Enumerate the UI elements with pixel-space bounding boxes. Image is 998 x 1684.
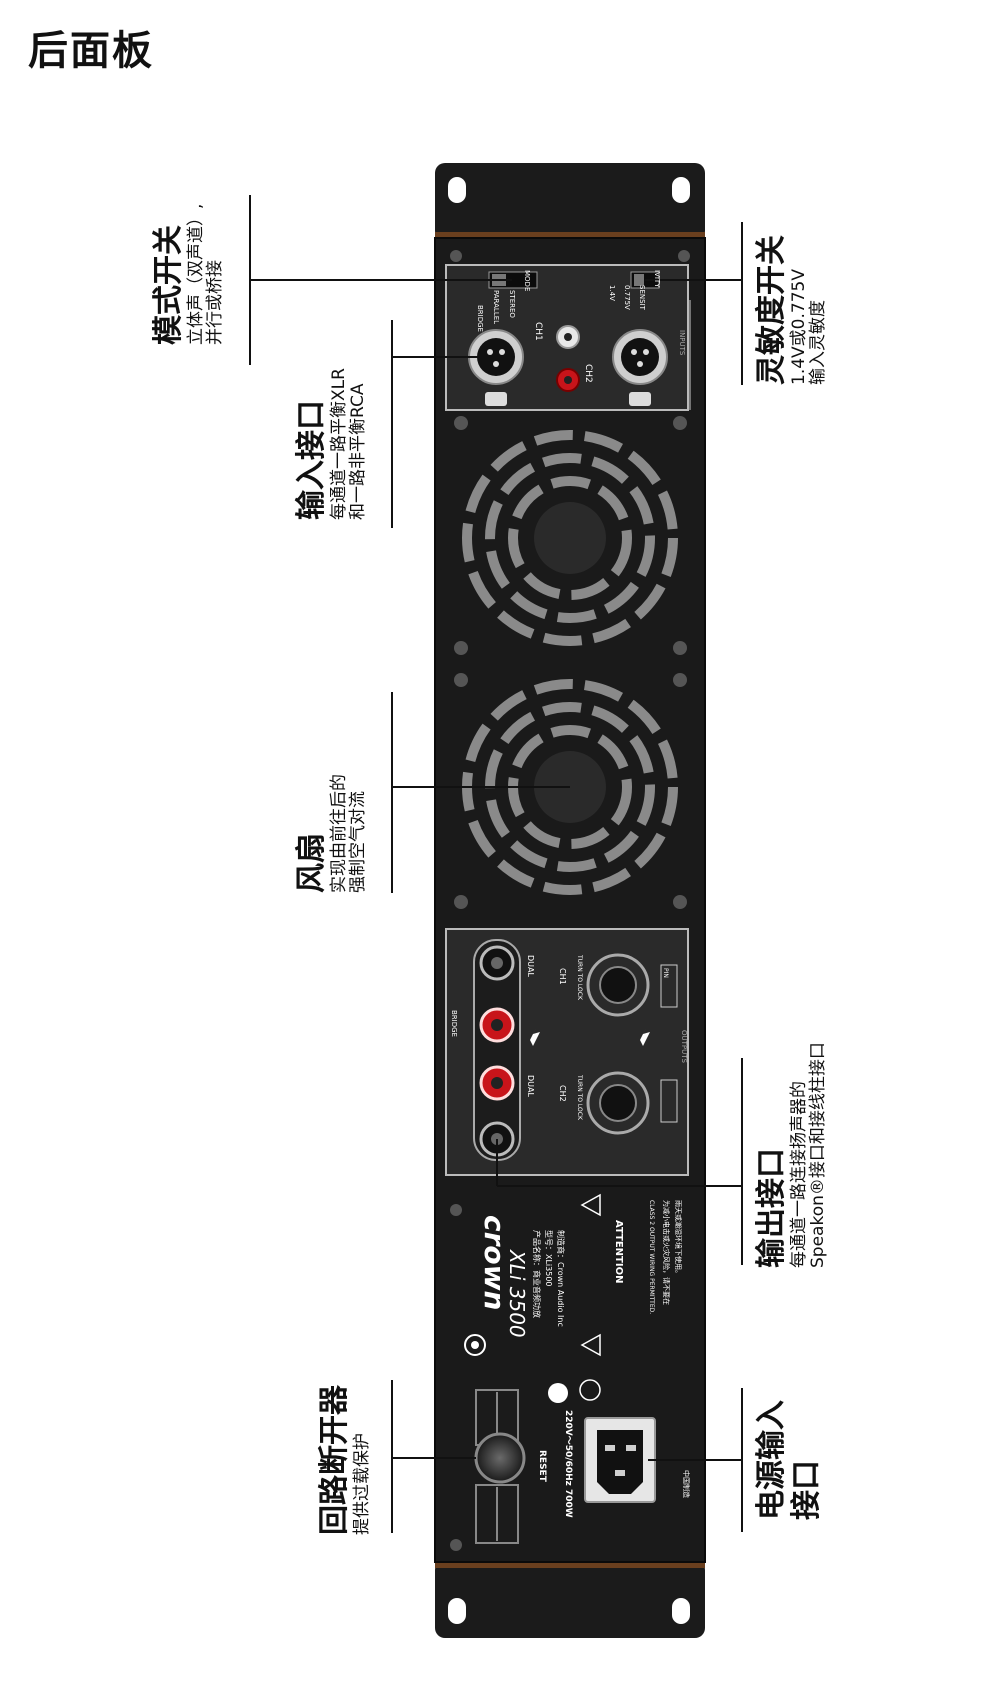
turn-to-lock-ch2: TURN TO LOCK xyxy=(576,1074,583,1121)
callout-output-ports: 输出接口 每通道一路连接扬声器的 Speakon®接口和接线柱接口 xyxy=(754,1042,829,1268)
sensitivity-switch-desc-1: 1.4V或0.775V xyxy=(788,269,809,385)
output-ports-desc-1: 每通道一路连接扬声器的 xyxy=(788,1081,809,1268)
fan-title: 风扇 xyxy=(294,833,329,893)
callout-breaker: 回路断开器 提供过载保护 xyxy=(317,1385,372,1535)
product-info-3: 制造商：Crown Audio Inc xyxy=(556,1230,566,1327)
input-ch2-label: CH2 xyxy=(583,364,593,383)
input-ch1-label: CH1 xyxy=(533,322,543,341)
sens-label-0775: 0.775V xyxy=(623,285,631,310)
mode-label-parallel: PARALLEL xyxy=(492,290,500,324)
sensitivity-switch-desc-2: 输入灵敏度 xyxy=(808,300,829,385)
power-inlet xyxy=(584,1417,656,1503)
callout-power-input: 电源输入 接口 xyxy=(754,1400,824,1520)
bridge-label: BRIDGE xyxy=(450,1010,458,1037)
callout-lines xyxy=(249,195,743,1533)
callout-input-ports: 输入接口 每通道一路平衡XLR 和一路非平衡RCA xyxy=(294,368,369,520)
outputs-label: OUTPUTS xyxy=(680,1030,688,1064)
attention-label: ATTENTION xyxy=(613,1220,624,1283)
output-ch2-label: CH2 xyxy=(558,1085,567,1102)
power-input-title-2: 接口 xyxy=(788,1460,824,1520)
input-panel xyxy=(445,264,691,411)
warning-cn-2: 雨天或潮湿环境下使用。 xyxy=(674,1200,683,1277)
breaker-desc-1: 提供过载保护 xyxy=(351,1433,372,1535)
sens-label-14: 1.4V xyxy=(608,285,616,301)
callout-mode-switch: 模式开关 立体声（双声道）, 并行或桥接 xyxy=(151,203,226,345)
model-name: XLi 3500 xyxy=(505,1249,529,1338)
breaker-title: 回路断开器 xyxy=(317,1385,352,1535)
reset-label: RESET xyxy=(537,1450,547,1483)
turn-to-lock-ch1: TURN TO LOCK xyxy=(576,954,583,1001)
callout-fan: 风扇 实现由前往后的 强制空气对流 xyxy=(294,774,369,893)
fan-upper xyxy=(462,430,678,646)
brand-logo-icon xyxy=(464,1334,486,1356)
input-ports-desc-2: 和一路非平衡RCA xyxy=(348,383,369,520)
input-ports-desc-1: 每通道一路平衡XLR xyxy=(328,368,349,520)
mode-label-bridge: BRIDGE xyxy=(476,305,484,332)
rack-ear-top xyxy=(435,163,705,241)
screws xyxy=(450,250,690,1551)
brand-name: crown xyxy=(478,1215,511,1310)
page-title: 后面板 xyxy=(28,28,154,74)
made-in-label: 中国制造 xyxy=(682,1470,691,1498)
mode-switch-desc-2: 并行或桥接 xyxy=(205,260,226,345)
mode-switch-desc-1: 立体声（双声道）, xyxy=(185,203,206,345)
sens-label-sensit: SENSIT xyxy=(638,285,646,311)
dual-label-ch2: DUAL xyxy=(526,1075,535,1097)
circuit-breaker xyxy=(474,1389,526,1544)
output-ports-title: 输出接口 xyxy=(754,1148,789,1268)
fan-desc-2: 强制空气对流 xyxy=(348,791,369,893)
inputs-label: INPUTS xyxy=(678,330,686,356)
dual-label-ch1: DUAL xyxy=(526,955,535,977)
output-panel xyxy=(445,928,689,1176)
class2-label: CLASS 2 OUTPUT WIRING PERMITTED. xyxy=(648,1200,655,1314)
product-info-2: 型号：XLi3500 xyxy=(544,1230,553,1287)
warning-triangle-icon xyxy=(580,1193,601,1357)
rack-ear-bottom xyxy=(435,1560,705,1638)
warning-cn-1: 为减小电击或火灾风险，请不要在 xyxy=(662,1200,671,1305)
pin-table-label: PIN xyxy=(662,968,669,978)
mode-label-mode: MODE xyxy=(523,270,531,291)
callout-sensitivity-switch: 灵敏度开关 1.4V或0.775V 输入灵敏度 xyxy=(754,235,829,385)
power-rating-label: 220V～50/60Hz 700W xyxy=(563,1410,573,1518)
sensitivity-switch-title: 灵敏度开关 xyxy=(754,235,789,385)
product-info-1: 产品名称：商业音频功放 xyxy=(532,1230,542,1318)
fan-desc-1: 实现由前往后的 xyxy=(328,774,349,893)
output-ch1-label: CH1 xyxy=(558,968,567,985)
power-input-title: 电源输入 xyxy=(754,1400,789,1520)
mode-label-stereo: STEREO xyxy=(508,290,516,318)
sens-label-ivity: IVITY xyxy=(653,270,661,288)
input-ports-title: 输入接口 xyxy=(294,400,329,520)
mode-switch-title: 模式开关 xyxy=(151,225,186,345)
output-ports-desc-2: Speakon®接口和接线柱接口 xyxy=(808,1042,829,1268)
cert-icons xyxy=(548,1379,601,1403)
